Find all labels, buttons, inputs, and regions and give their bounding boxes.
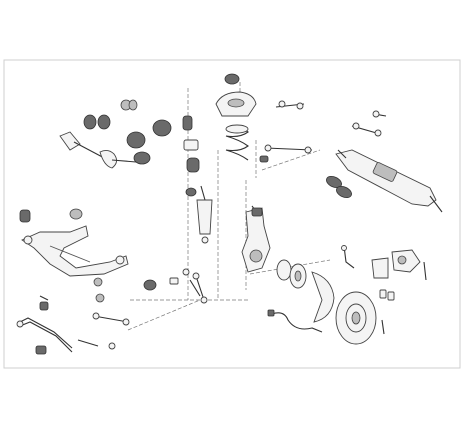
lower-link-center	[192, 272, 208, 304]
upper-link-right	[259, 100, 313, 163]
drive-shaft	[59, 131, 151, 169]
small-hardware-mid	[93, 268, 201, 303]
diagram-frame	[3, 59, 461, 369]
wheel-hub-assembly	[276, 259, 307, 289]
lower-control-arm-left	[19, 208, 129, 277]
strut-top-mount	[215, 73, 257, 117]
steering-rack-boots	[326, 175, 352, 199]
coil-spring	[225, 124, 249, 161]
abs-sensor-cable	[267, 309, 323, 333]
assembly-guide-lines	[127, 82, 331, 331]
brake-caliper	[371, 249, 427, 281]
shock-absorber	[196, 185, 213, 244]
stabilizer-bar	[16, 317, 73, 355]
brake-pads-and-sensor	[341, 245, 395, 335]
stabilizer-links	[39, 295, 130, 350]
steering-rack	[335, 149, 443, 213]
tie-rod-ends	[351, 110, 387, 137]
strut-bump-stop	[182, 115, 200, 197]
steering-knuckle	[241, 205, 271, 273]
brake-dust-shield	[311, 271, 335, 323]
brake-disc	[335, 291, 377, 345]
bushings-upper-left	[83, 99, 172, 149]
